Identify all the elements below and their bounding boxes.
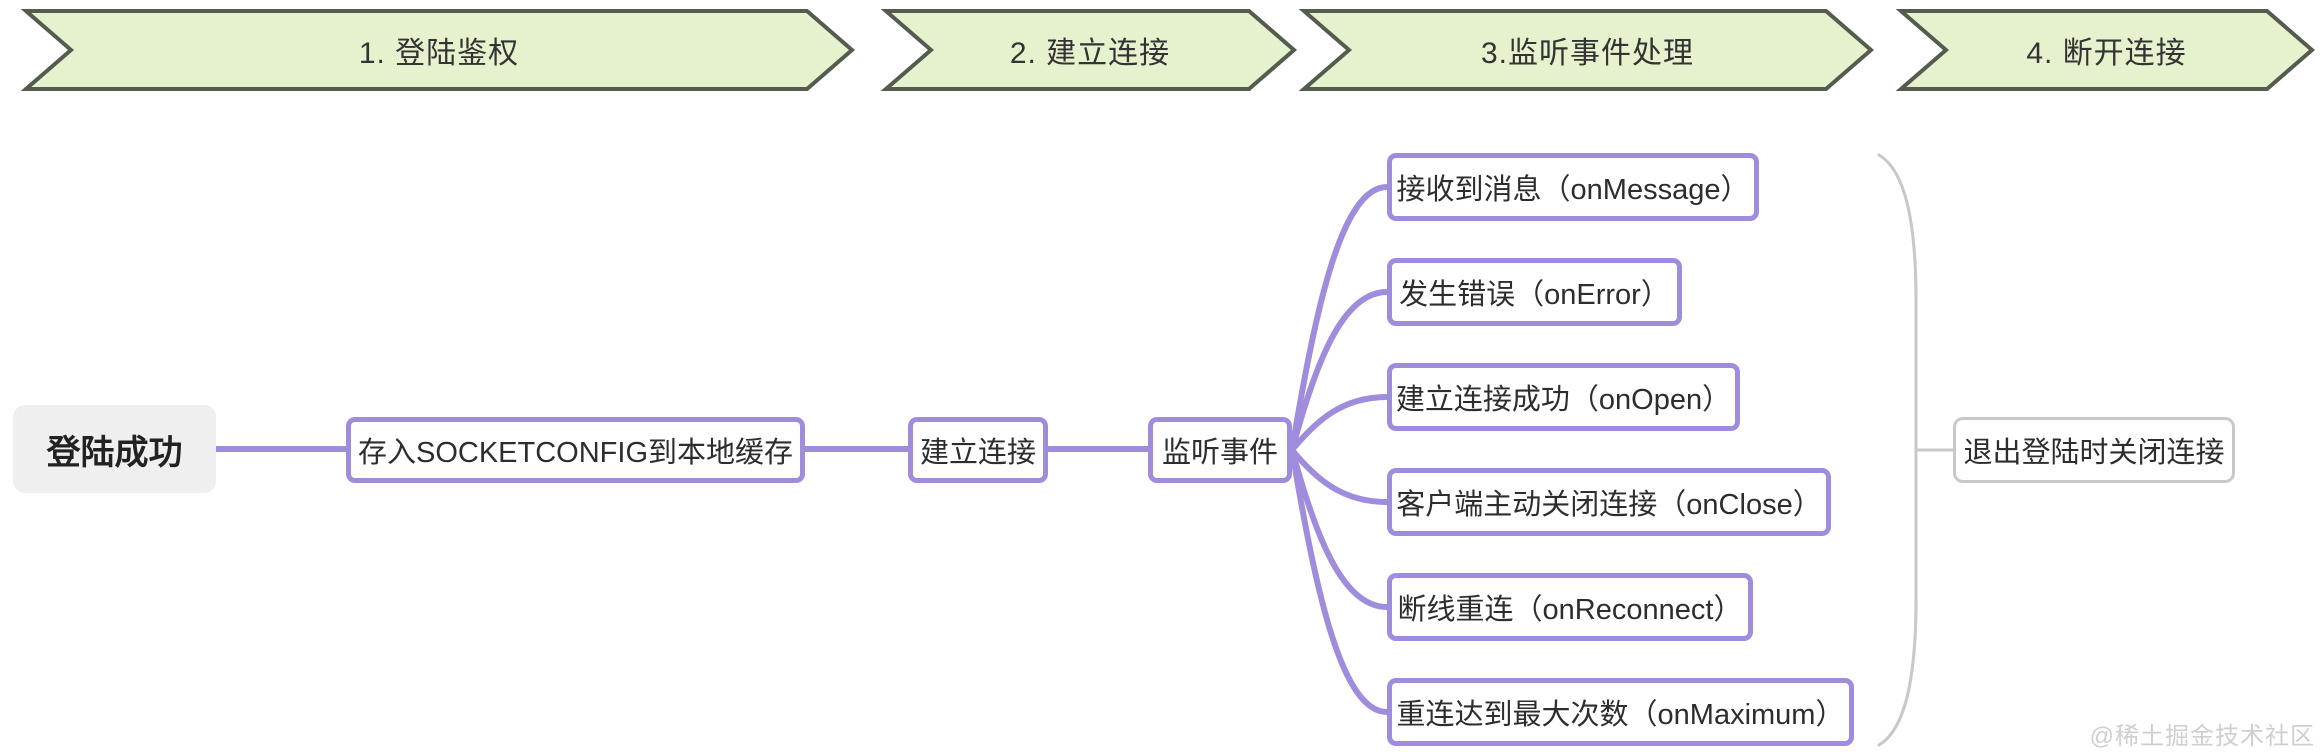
node-event-onopen: 建立连接成功（onOpen） <box>1387 363 1740 431</box>
stage-arrow-2 <box>880 9 1298 91</box>
node-login-success: 登陆成功 <box>13 405 216 493</box>
connector-listen-onmaximum <box>1289 447 1390 715</box>
node-event-onclose: 客户端主动关闭连接（onClose） <box>1387 468 1831 536</box>
connector-listen-onreconnect <box>1289 447 1390 610</box>
node-establish-connection: 建立连接 <box>908 417 1048 483</box>
connector-listen-onmessage <box>1289 184 1390 453</box>
juejin-watermark: @稀土掘金技术社区 <box>2089 723 2315 750</box>
group-bracket <box>1877 153 1918 747</box>
stage-arrow-4 <box>1895 9 2316 91</box>
node-event-onmessage: 接收到消息（onMessage） <box>1387 153 1759 221</box>
node-listen-events: 监听事件 <box>1148 417 1292 483</box>
connector-listen-onerror <box>1289 289 1390 453</box>
connector-listen-onopen <box>1289 394 1390 453</box>
node-logout-close-connection: 退出登陆时关闭连接 <box>1953 417 2235 483</box>
node-event-onreconnect: 断线重连（onReconnect） <box>1387 573 1753 641</box>
connector-listen-onclose <box>1289 447 1390 505</box>
node-event-onmaximum: 重连达到最大次数（onMaximum） <box>1387 678 1854 746</box>
node-event-onerror: 发生错误（onError） <box>1387 258 1682 326</box>
node-store-socketconfig: 存入SOCKETCONFIG到本地缓存 <box>346 417 805 483</box>
stage-arrow-3 <box>1298 9 1875 91</box>
stage-arrow-1 <box>20 9 856 91</box>
